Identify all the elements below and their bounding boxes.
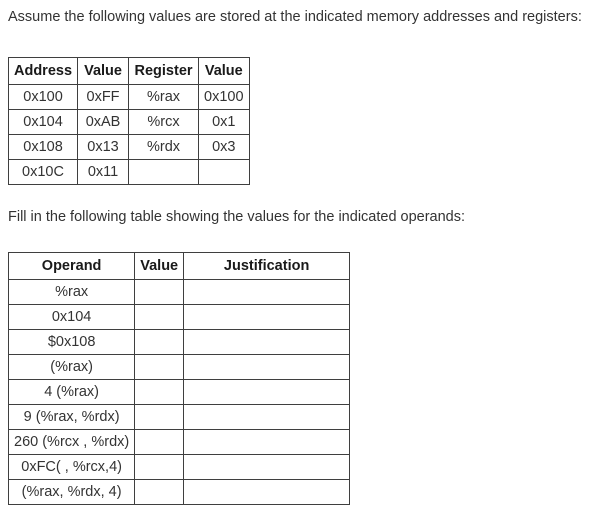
operand-cell: 4 (%rax) bbox=[7, 379, 136, 405]
register-value-cell: 0x3 bbox=[198, 134, 250, 160]
justification-fill-cell[interactable] bbox=[183, 404, 351, 430]
memory-header-register: Register bbox=[128, 57, 200, 85]
register-value-cell bbox=[198, 159, 250, 185]
memory-header-address: Address bbox=[7, 57, 79, 85]
value-fill-cell[interactable] bbox=[134, 354, 185, 380]
table-row: 0x100 0xFF %rax 0x100 bbox=[7, 84, 250, 110]
address-cell: 0x104 bbox=[7, 109, 79, 135]
value-fill-cell[interactable] bbox=[134, 304, 185, 330]
justification-fill-cell[interactable] bbox=[183, 304, 351, 330]
memory-header-value: Value bbox=[77, 57, 130, 85]
register-cell: %rdx bbox=[128, 134, 200, 160]
value-cell: 0x11 bbox=[77, 159, 130, 185]
value-fill-cell[interactable] bbox=[134, 379, 185, 405]
operand-cell: $0x108 bbox=[7, 329, 136, 355]
operand-table-header-row: Operand Value Justification bbox=[7, 252, 351, 280]
memory-table-header-row: Address Value Register Value bbox=[7, 57, 250, 85]
register-cell: %rax bbox=[128, 84, 200, 110]
justification-fill-cell[interactable] bbox=[183, 479, 351, 505]
memory-registers-table: Address Value Register Value 0x100 0xFF … bbox=[7, 57, 250, 185]
intro-text: Assume the following values are stored a… bbox=[8, 9, 582, 25]
value-fill-cell[interactable] bbox=[134, 479, 185, 505]
address-cell: 0x100 bbox=[7, 84, 79, 110]
table-row: 4 (%rax) bbox=[7, 379, 351, 405]
operand-header: Operand bbox=[7, 252, 136, 280]
table-row: 0xFC( , %rcx,4) bbox=[7, 454, 351, 480]
value-cell: 0xAB bbox=[77, 109, 130, 135]
table-row: 0x104 0xAB %rcx 0x1 bbox=[7, 109, 250, 135]
operand-cell: 0x104 bbox=[7, 304, 136, 330]
table-row: 0x10C 0x11 bbox=[7, 159, 250, 185]
value-fill-cell[interactable] bbox=[134, 329, 185, 355]
table-row: (%rax, %rdx, 4) bbox=[7, 479, 351, 505]
address-cell: 0x10C bbox=[7, 159, 79, 185]
operand-cell: %rax bbox=[7, 279, 136, 305]
memory-header-register-value: Value bbox=[198, 57, 250, 85]
table-row: 260 (%rcx , %rdx) bbox=[7, 429, 351, 455]
operand-cell: (%rax, %rdx, 4) bbox=[7, 479, 136, 505]
register-cell: %rcx bbox=[128, 109, 200, 135]
address-cell: 0x108 bbox=[7, 134, 79, 160]
value-fill-cell[interactable] bbox=[134, 404, 185, 430]
justification-fill-cell[interactable] bbox=[183, 354, 351, 380]
value-fill-cell[interactable] bbox=[134, 279, 185, 305]
operand-cell: 0xFC( , %rcx,4) bbox=[7, 454, 136, 480]
table-row: 9 (%rax, %rdx) bbox=[7, 404, 351, 430]
operand-table: Operand Value Justification %rax 0x104 $… bbox=[7, 252, 351, 505]
justification-fill-cell[interactable] bbox=[183, 329, 351, 355]
table-row: $0x108 bbox=[7, 329, 351, 355]
justification-fill-cell[interactable] bbox=[183, 279, 351, 305]
table-row: %rax bbox=[7, 279, 351, 305]
justification-fill-cell[interactable] bbox=[183, 379, 351, 405]
justification-header: Justification bbox=[183, 252, 351, 280]
value-header: Value bbox=[134, 252, 185, 280]
register-value-cell: 0x100 bbox=[198, 84, 250, 110]
operand-cell: 9 (%rax, %rdx) bbox=[7, 404, 136, 430]
value-fill-cell[interactable] bbox=[134, 454, 185, 480]
operand-cell: 260 (%rcx , %rdx) bbox=[7, 429, 136, 455]
table-row: 0x108 0x13 %rdx 0x3 bbox=[7, 134, 250, 160]
justification-fill-cell[interactable] bbox=[183, 429, 351, 455]
fill-instruction-text: Fill in the following table showing the … bbox=[8, 209, 466, 225]
operand-cell: (%rax) bbox=[7, 354, 136, 380]
value-fill-cell[interactable] bbox=[134, 429, 185, 455]
register-cell bbox=[128, 159, 200, 185]
value-cell: 0x13 bbox=[77, 134, 130, 160]
table-row: (%rax) bbox=[7, 354, 351, 380]
register-value-cell: 0x1 bbox=[198, 109, 250, 135]
justification-fill-cell[interactable] bbox=[183, 454, 351, 480]
table-row: 0x104 bbox=[7, 304, 351, 330]
value-cell: 0xFF bbox=[77, 84, 130, 110]
